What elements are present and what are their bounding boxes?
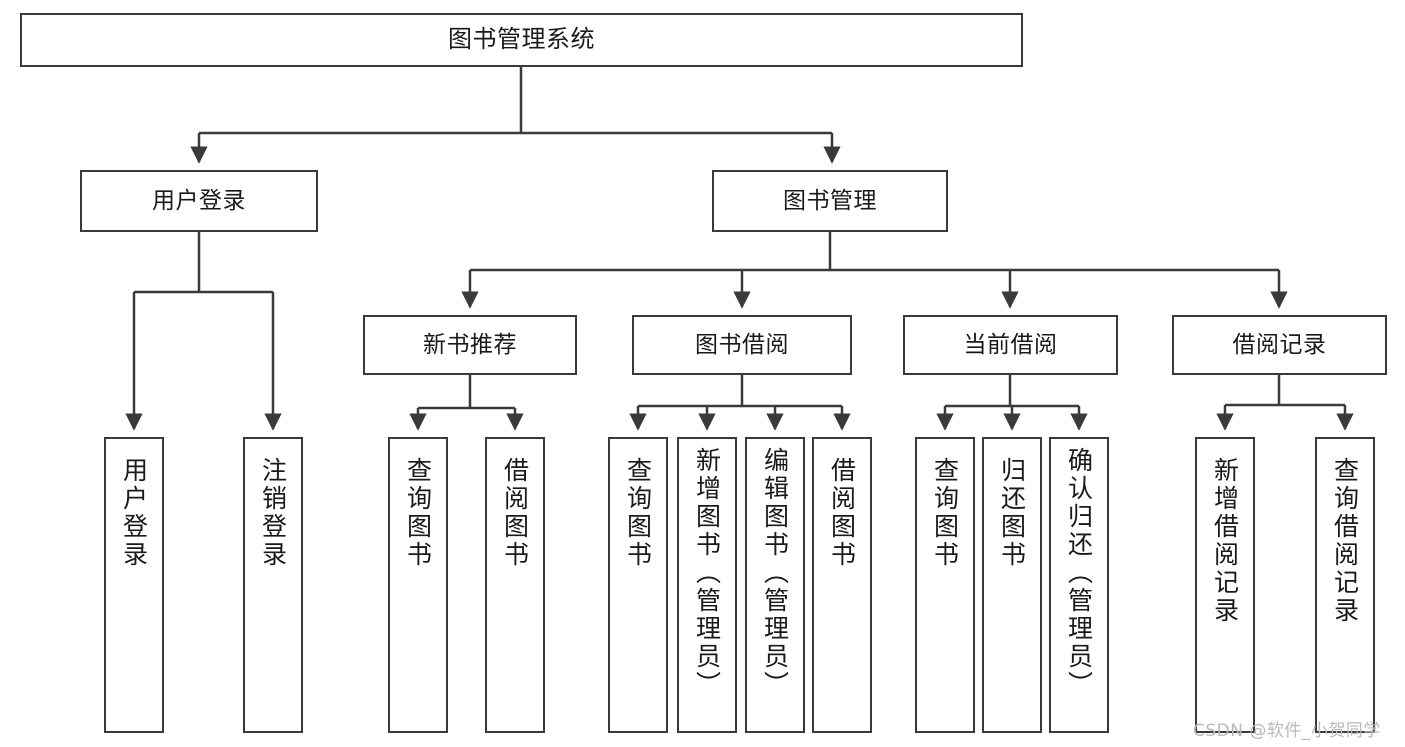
node-root[interactable]: 图书管理系统 xyxy=(20,13,1023,67)
node-book-borrow[interactable]: 图书借阅 xyxy=(632,315,852,375)
node-leaf-return-book-label: 归还图书 xyxy=(997,457,1027,569)
node-current-borrow[interactable]: 当前借阅 xyxy=(903,315,1118,375)
node-borrow-record-label: 借阅记录 xyxy=(1232,331,1327,358)
node-leaf-borrow-book[interactable]: 借阅图书 xyxy=(812,437,872,733)
node-leaf-logout-label: 注销登录 xyxy=(258,457,288,569)
node-leaf-query-borrow-record[interactable]: 查询借阅记录 xyxy=(1315,437,1375,733)
node-leaf-confirm-return[interactable]: 确认归还（管理员） xyxy=(1049,437,1109,733)
node-leaf-query-book-recommend-label: 查询图书 xyxy=(403,457,433,569)
node-leaf-logout[interactable]: 注销登录 xyxy=(243,437,303,733)
node-current-borrow-label: 当前借阅 xyxy=(963,331,1058,358)
node-leaf-add-book-label: 新增图书（管理员） xyxy=(692,447,722,699)
node-leaf-user-login[interactable]: 用户登录 xyxy=(104,437,164,733)
node-leaf-add-borrow-record[interactable]: 新增借阅记录 xyxy=(1195,437,1255,733)
node-leaf-return-book[interactable]: 归还图书 xyxy=(982,437,1042,733)
node-leaf-query-book-borrow[interactable]: 查询图书 xyxy=(608,437,668,733)
node-root-label: 图书管理系统 xyxy=(448,25,595,54)
node-leaf-edit-book-label: 编辑图书（管理员） xyxy=(760,447,790,699)
node-leaf-query-book-current[interactable]: 查询图书 xyxy=(915,437,975,733)
node-leaf-query-book-current-label: 查询图书 xyxy=(930,457,960,569)
node-leaf-add-borrow-record-label: 新增借阅记录 xyxy=(1210,457,1240,625)
node-leaf-add-book[interactable]: 新增图书（管理员） xyxy=(677,437,737,733)
node-leaf-user-login-label: 用户登录 xyxy=(119,457,149,569)
node-user-login[interactable]: 用户登录 xyxy=(80,170,318,232)
node-book-manage-label: 图书管理 xyxy=(783,187,877,214)
node-book-borrow-label: 图书借阅 xyxy=(695,331,789,358)
node-leaf-confirm-return-label: 确认归还（管理员） xyxy=(1064,447,1094,699)
node-new-book-recommend-label: 新书推荐 xyxy=(423,331,517,358)
node-leaf-query-borrow-record-label: 查询借阅记录 xyxy=(1330,457,1360,625)
csdn-watermark: CSDN @软件_小贺同学 xyxy=(1193,721,1381,741)
node-leaf-query-book-borrow-label: 查询图书 xyxy=(623,457,653,569)
node-leaf-borrow-book-recommend-label: 借阅图书 xyxy=(500,457,530,569)
node-borrow-record[interactable]: 借阅记录 xyxy=(1172,315,1387,375)
node-leaf-query-book-recommend[interactable]: 查询图书 xyxy=(388,437,448,733)
node-book-manage[interactable]: 图书管理 xyxy=(712,170,948,232)
node-leaf-borrow-book-recommend[interactable]: 借阅图书 xyxy=(485,437,545,733)
node-leaf-borrow-book-label: 借阅图书 xyxy=(827,457,857,569)
node-new-book-recommend[interactable]: 新书推荐 xyxy=(363,315,577,375)
node-leaf-edit-book[interactable]: 编辑图书（管理员） xyxy=(745,437,805,733)
node-user-login-label: 用户登录 xyxy=(152,187,246,214)
